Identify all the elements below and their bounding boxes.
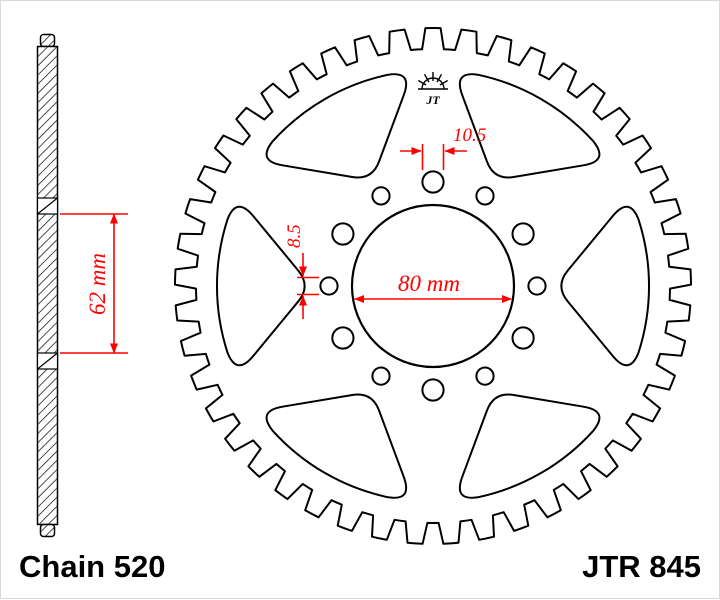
lightening-window <box>458 393 601 499</box>
dimension-10-5-label: 10.5 <box>453 125 486 146</box>
center-bore <box>350 203 516 369</box>
bolt-hole <box>331 222 355 246</box>
lightening-window <box>265 73 408 179</box>
dimensions: 62 mm 10.5 8.5 80 mm <box>60 125 512 354</box>
bolt-hole <box>319 276 339 296</box>
dimension-80mm-label: 80 mm <box>398 271 460 296</box>
section-break-lower <box>36 352 59 370</box>
bolt-hole <box>527 276 547 296</box>
bolt-hole <box>421 378 445 402</box>
part-number-label: JTR 845 <box>582 549 701 584</box>
bolt-hole <box>331 326 355 350</box>
logo-sun-icon <box>421 77 445 90</box>
sprocket-side-view <box>36 33 59 538</box>
dimension-80mm: 80 mm <box>354 271 512 303</box>
logo-monogram: JT <box>425 93 440 107</box>
logo-ray-icon <box>417 79 427 86</box>
side-view-body <box>36 45 59 526</box>
lightening-window <box>458 73 601 179</box>
dimension-8-5: 8.5 <box>284 224 319 319</box>
logo-ray-icon <box>439 79 449 86</box>
dimension-8-5-label: 8.5 <box>284 224 305 248</box>
logo-ray-icon <box>436 73 443 83</box>
dimension-62mm: 62 mm <box>60 213 128 354</box>
chain-size-label: Chain 520 <box>19 549 166 584</box>
bolt-hole <box>511 222 535 246</box>
sprocket-front-view <box>174 26 692 545</box>
bolt-hole <box>421 170 445 194</box>
bolt-hole <box>371 186 391 206</box>
lightening-window <box>265 393 408 499</box>
bolt-hole <box>511 326 535 350</box>
dimension-62mm-label: 62 mm <box>85 253 110 315</box>
section-break-upper <box>36 197 59 215</box>
side-view-bottom-tooth <box>39 523 56 538</box>
dimension-10-5: 10.5 <box>400 125 486 170</box>
side-view-top-tooth <box>39 33 56 48</box>
logo-ray-icon <box>423 73 430 83</box>
bolt-hole <box>475 366 495 386</box>
bolt-hole <box>475 186 495 206</box>
jt-logo: JT <box>417 72 449 107</box>
bolt-hole <box>371 366 391 386</box>
lightening-window <box>560 205 651 367</box>
